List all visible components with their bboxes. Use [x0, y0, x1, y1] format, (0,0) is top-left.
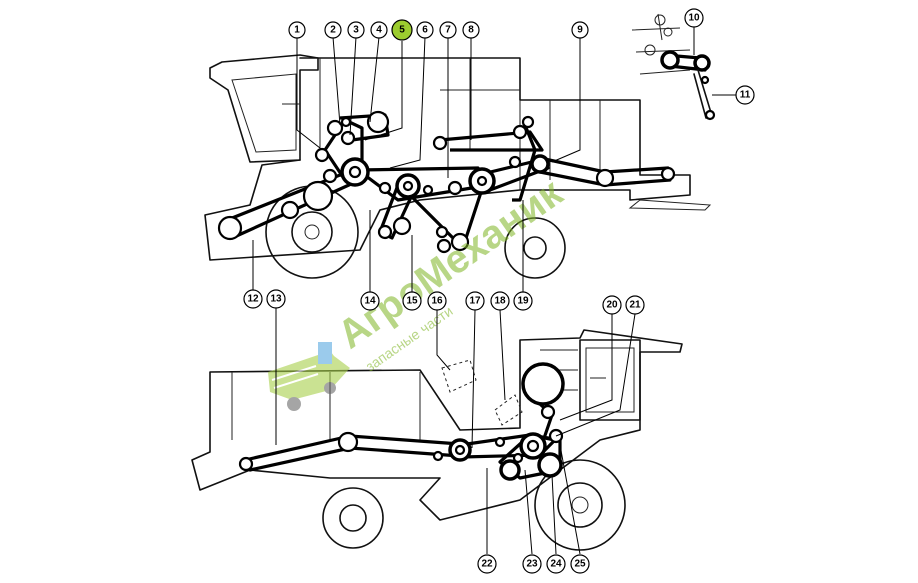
callout-19: 19 [513, 291, 533, 311]
callout-18: 18 [490, 291, 510, 311]
svg-text:23: 23 [526, 559, 538, 570]
callout-15: 15 [402, 291, 422, 311]
callout-17: 17 [465, 291, 485, 311]
callout-7: 7 [439, 21, 457, 39]
body-outline [204, 57, 691, 261]
callout-21: 21 [625, 295, 645, 315]
callout-14: 14 [360, 291, 380, 311]
svg-text:9: 9 [577, 25, 583, 36]
watermark-brand: АгроМеханик [330, 170, 571, 357]
leader-lines [252, 27, 745, 555]
callout-4: 4 [370, 21, 388, 39]
callout-11: 11 [735, 85, 755, 105]
svg-text:24: 24 [550, 559, 562, 570]
svg-text:15: 15 [406, 296, 418, 307]
callout-25: 25 [570, 554, 590, 574]
callout-1: 1 [288, 21, 306, 39]
svg-text:18: 18 [494, 296, 506, 307]
svg-text:12: 12 [247, 294, 259, 305]
cab-outline [209, 54, 319, 163]
combine-harvester-logo-icon [268, 342, 350, 411]
callout-2: 2 [324, 21, 342, 39]
callouts: 1 2 3 4 5 6 7 8 9 10 11 12 13 14 15 16 1… [243, 8, 755, 574]
svg-text:20: 20 [606, 300, 618, 311]
svg-text:2: 2 [330, 25, 336, 36]
callout-22: 22 [477, 554, 497, 574]
header-outline [191, 329, 683, 521]
callout-12: 12 [243, 289, 263, 309]
callout-8: 8 [462, 21, 480, 39]
svg-text:5: 5 [399, 25, 405, 36]
front-wheel-right [534, 459, 626, 551]
combine-right-side-view [191, 329, 683, 551]
callout-16: 16 [427, 291, 447, 311]
svg-text:4: 4 [376, 25, 382, 36]
svg-text:6: 6 [422, 25, 428, 36]
svg-text:8: 8 [468, 25, 474, 36]
inset-detail-view [631, 13, 716, 121]
svg-text:16: 16 [431, 296, 443, 307]
svg-text:22: 22 [481, 559, 493, 570]
svg-text:1: 1 [294, 25, 300, 36]
combine-left-side-view [204, 54, 712, 279]
callout-20: 20 [602, 295, 622, 315]
svg-text:19: 19 [517, 296, 529, 307]
svg-text:3: 3 [353, 25, 359, 36]
svg-text:25: 25 [574, 559, 586, 570]
svg-text:7: 7 [445, 25, 451, 36]
svg-text:17: 17 [469, 296, 481, 307]
rear-wheel [504, 217, 566, 279]
callout-23: 23 [522, 554, 542, 574]
callout-3: 3 [347, 21, 365, 39]
callout-5: 5 [391, 19, 413, 41]
svg-text:14: 14 [364, 296, 376, 307]
callout-13: 13 [266, 289, 286, 309]
svg-text:21: 21 [629, 300, 641, 311]
callout-6: 6 [416, 21, 434, 39]
callout-24: 24 [546, 554, 566, 574]
callout-10: 10 [684, 8, 704, 28]
svg-text:11: 11 [740, 90, 751, 101]
rear-wheel-right [322, 487, 384, 549]
svg-text:10: 10 [688, 13, 700, 24]
callout-9: 9 [571, 21, 589, 39]
svg-text:13: 13 [270, 294, 282, 305]
